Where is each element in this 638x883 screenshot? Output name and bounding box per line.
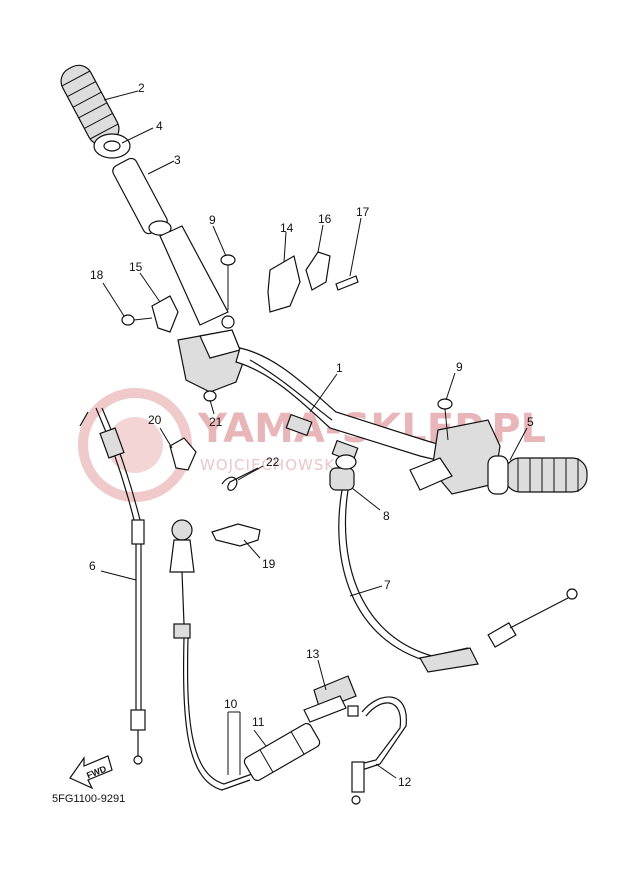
part-label-2: 2	[138, 81, 145, 95]
part-labels: 2 4 3 9 14 16 17 18 15 1 9 5 21 20 22 8 …	[89, 81, 534, 789]
part-label-9-upper: 9	[209, 213, 216, 227]
choke-knob-drawing	[169, 519, 253, 791]
right-grip-drawing	[487, 455, 588, 495]
part-label-19: 19	[262, 557, 276, 571]
fwd-arrow-icon: FWD	[69, 755, 113, 790]
part-label-21: 21	[209, 415, 223, 429]
part-label-8: 8	[383, 509, 390, 523]
right-switch-drawing	[409, 398, 501, 495]
nut-21-drawing	[203, 390, 217, 402]
bolt-9-upper-drawing	[220, 254, 236, 310]
part-label-9-lower: 9	[456, 360, 463, 374]
part-label-3: 3	[174, 153, 181, 167]
grip-collar-drawing	[93, 133, 131, 159]
part-label-12: 12	[398, 775, 412, 789]
clutch-cable-drawing	[338, 489, 578, 673]
clamp-15-drawing	[151, 295, 179, 333]
screw-18-drawing	[121, 314, 153, 326]
holder-20-drawing	[169, 437, 197, 471]
clamp-drawing	[267, 255, 301, 313]
watermark-tagline: WOJCIECHOWSKI	[200, 456, 341, 474]
leader-lines	[100, 90, 528, 779]
part-label-4: 4	[156, 119, 163, 133]
handlebar-left-drawing	[159, 225, 229, 326]
throttle-housing-drawing	[177, 315, 245, 393]
throttle-cable-6-drawing	[79, 407, 146, 765]
part-label-22: 22	[266, 455, 280, 469]
part-label-6: 6	[89, 559, 96, 573]
part-label-15: 15	[129, 260, 143, 274]
part-label-1: 1	[336, 361, 343, 375]
part-label-17: 17	[356, 205, 370, 219]
part-label-18: 18	[90, 268, 104, 282]
watermark-logo-inner-icon	[107, 417, 163, 473]
part-label-11: 11	[252, 715, 265, 729]
part-label-14: 14	[280, 221, 294, 235]
cable-12-drawing	[351, 696, 407, 805]
part-label-10: 10	[224, 697, 238, 711]
throttle-tube-drawing	[112, 157, 172, 236]
left-grip-drawing	[60, 64, 120, 146]
choke-plunger-drawing	[243, 722, 321, 782]
part-label-20: 20	[148, 413, 162, 427]
part-label-5: 5	[527, 415, 534, 429]
clip-drawing	[305, 251, 331, 291]
part-label-7: 7	[384, 578, 391, 592]
part-13-drawing	[303, 675, 359, 723]
screw-17-drawing	[335, 275, 359, 291]
cable-guide-drawing	[329, 454, 357, 491]
part-label-13: 13	[306, 647, 320, 661]
diagram-code: 5FG1100-9291	[52, 793, 125, 805]
part-label-16: 16	[318, 212, 332, 226]
bracket-19-drawing	[211, 523, 261, 547]
spring-22-drawing	[221, 467, 259, 491]
